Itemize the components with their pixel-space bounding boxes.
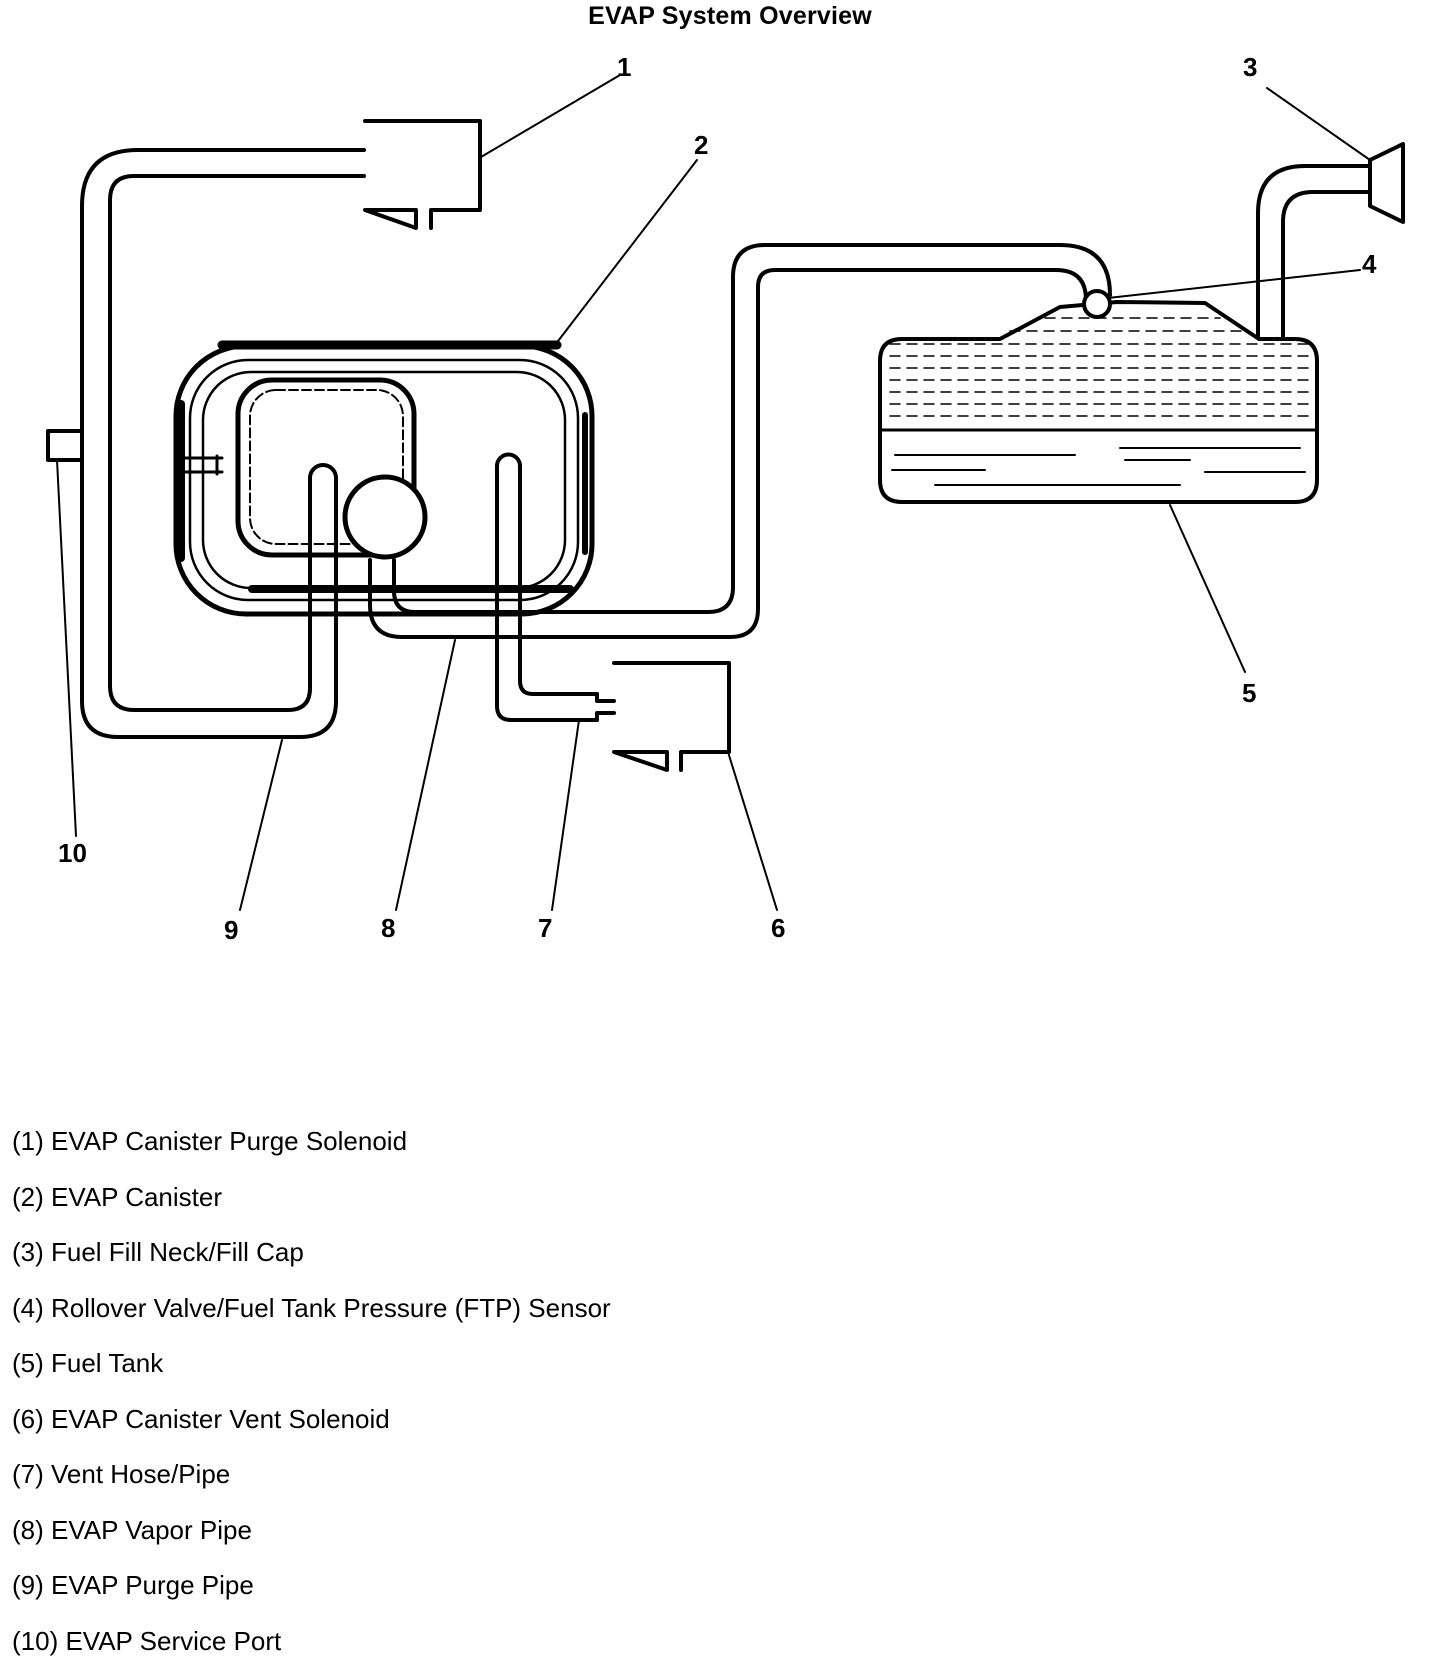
callout-7: 7 <box>538 913 552 943</box>
fuel-fill-neck <box>1258 144 1403 340</box>
legend: (1) EVAP Canister Purge Solenoid (2) EVA… <box>12 1125 611 1680</box>
evap-diagram: 1 2 3 4 5 6 7 8 9 10 <box>0 0 1440 1000</box>
evap-purge-pipe <box>82 150 364 737</box>
legend-item: (7) Vent Hose/Pipe <box>12 1458 611 1514</box>
callout-9: 9 <box>224 915 238 945</box>
legend-item: (10) EVAP Service Port <box>12 1625 611 1680</box>
rollover-valve <box>1084 291 1110 317</box>
legend-item: (5) Fuel Tank <box>12 1347 611 1403</box>
vent-solenoid <box>614 663 729 770</box>
purge-solenoid <box>365 121 480 228</box>
callout-5: 5 <box>1242 678 1256 708</box>
vapor-pipe-connector <box>345 477 425 557</box>
callout-8: 8 <box>381 913 395 943</box>
evap-service-port <box>48 431 82 460</box>
callout-10: 10 <box>58 838 87 868</box>
callout-6: 6 <box>771 913 785 943</box>
legend-item: (8) EVAP Vapor Pipe <box>12 1514 611 1570</box>
legend-item: (2) EVAP Canister <box>12 1181 611 1237</box>
callout-2: 2 <box>694 130 708 160</box>
legend-item: (3) Fuel Fill Neck/Fill Cap <box>12 1236 611 1292</box>
legend-item: (9) EVAP Purge Pipe <box>12 1569 611 1625</box>
fuel-tank <box>880 302 1317 502</box>
callout-4: 4 <box>1362 249 1377 279</box>
legend-item: (4) Rollover Valve/Fuel Tank Pressure (F… <box>12 1292 611 1348</box>
callout-3: 3 <box>1243 52 1257 82</box>
legend-item: (6) EVAP Canister Vent Solenoid <box>12 1403 611 1459</box>
legend-item: (1) EVAP Canister Purge Solenoid <box>12 1125 611 1181</box>
callout-1: 1 <box>617 52 631 82</box>
